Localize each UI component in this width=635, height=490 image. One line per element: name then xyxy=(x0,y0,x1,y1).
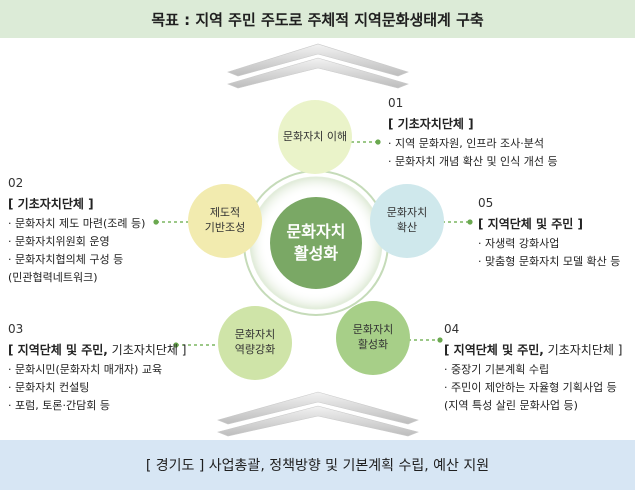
stage-circle-05 xyxy=(370,184,444,258)
stage-actor: [ 기초자치단체 ] xyxy=(8,197,94,211)
stage-task: · 문화시민(문화자치 매개자) 교육 xyxy=(8,363,163,376)
gyeonggi-tag: [ 경기도 ] xyxy=(145,458,205,474)
chevron-up-icon xyxy=(217,405,419,437)
stage-task: · 중장기 기본계획 수립 xyxy=(444,363,550,376)
chevron-up-icon xyxy=(217,391,419,425)
stage-task: · 포럼, 토론·간담회 등 xyxy=(8,399,110,412)
chevron-up-icon xyxy=(227,43,409,77)
stage-task: · 맞춤형 문화자치 모델 확산 등 xyxy=(478,255,621,268)
stage-task: · 문화자치위원회 운영 xyxy=(8,235,110,248)
stage-number: 03 xyxy=(8,322,24,336)
stage-task: · 문화자치 컨설팅 xyxy=(8,381,90,394)
gyeonggi-banner: [ 경기도 ] 사업총괄, 정책방향 및 기본계획 수립, 예산 지원 xyxy=(0,440,635,490)
stage-task: (지역 특성 살린 문화사업 등) xyxy=(444,399,578,412)
stage-info-05: 05 [ 지역단체 및 주민 ] · 자생력 강화사업 · 맞춤형 문화자치 모… xyxy=(478,194,630,271)
stage-actor: [ 지역단체 및 주민 ] xyxy=(478,217,583,231)
connector-dot xyxy=(437,337,443,343)
goal-banner: 목표 : 지역 주민 주도로 주체적 지역문화생태계 구축 xyxy=(0,0,635,38)
stage-circle-02 xyxy=(188,184,262,258)
stage-task: · 문화자치 제도 마련(조례 등) xyxy=(8,217,146,230)
stage-number: 04 xyxy=(444,322,460,336)
stage-task: · 지역 문화자원, 인프라 조사·분석 xyxy=(388,137,545,150)
stage-number: 05 xyxy=(478,196,494,210)
stage-number: 02 xyxy=(8,176,24,190)
chevron-up-icon xyxy=(227,57,409,89)
stage-task: · 주민이 제안하는 자율형 기획사업 등 xyxy=(444,381,617,394)
center-circle xyxy=(268,195,364,291)
stage-task: · 문화자치협의체 구성 등 xyxy=(8,253,124,266)
stage-actor: [ 지역단체 및 주민, 기초자치단체 ] xyxy=(444,343,623,357)
stage-circle-04 xyxy=(336,301,410,375)
stage-task: · 문화자치 개념 확산 및 인식 개선 등 xyxy=(388,155,558,168)
connector-dot xyxy=(153,219,159,225)
gyeonggi-role: 사업총괄, 정책방향 및 기본계획 수립, 예산 지원 xyxy=(208,458,490,474)
stage-actor: [ 지역단체 및 주민, 기초자치단체 ] xyxy=(8,343,187,357)
stage-task: (민관협력네트워크) xyxy=(8,271,98,284)
stage-circle-label-01: 문화자치 이해 xyxy=(282,129,348,143)
stage-info-03: 03 [ 지역단체 및 주민, 기초자치단체 ] · 문화시민(문화자치 매개자… xyxy=(8,320,208,415)
stage-info-01: 01 [ 기초자치단체 ] · 지역 문화자원, 인프라 조사·분석 · 문화자… xyxy=(388,94,628,171)
stage-info-02: 02 [ 기초자치단체 ] · 문화자치 제도 마련(조례 등) · 문화자치위… xyxy=(8,174,168,287)
stage-circle-03 xyxy=(218,306,292,380)
stage-circle-01 xyxy=(278,100,352,174)
stage-info-04: 04 [ 지역단체 및 주민, 기초자치단체 ] · 중장기 기본계획 수립 ·… xyxy=(444,320,632,415)
connector-dot xyxy=(467,219,473,225)
connector-dot xyxy=(173,342,179,348)
stage-task: · 자생력 강화사업 xyxy=(478,237,560,250)
connector-dot xyxy=(375,139,381,145)
stage-number: 01 xyxy=(388,96,404,110)
goal-text: 목표 : 지역 주민 주도로 주체적 지역문화생태계 구축 xyxy=(151,10,484,29)
stage-actor: [ 기초자치단체 ] xyxy=(388,117,474,131)
